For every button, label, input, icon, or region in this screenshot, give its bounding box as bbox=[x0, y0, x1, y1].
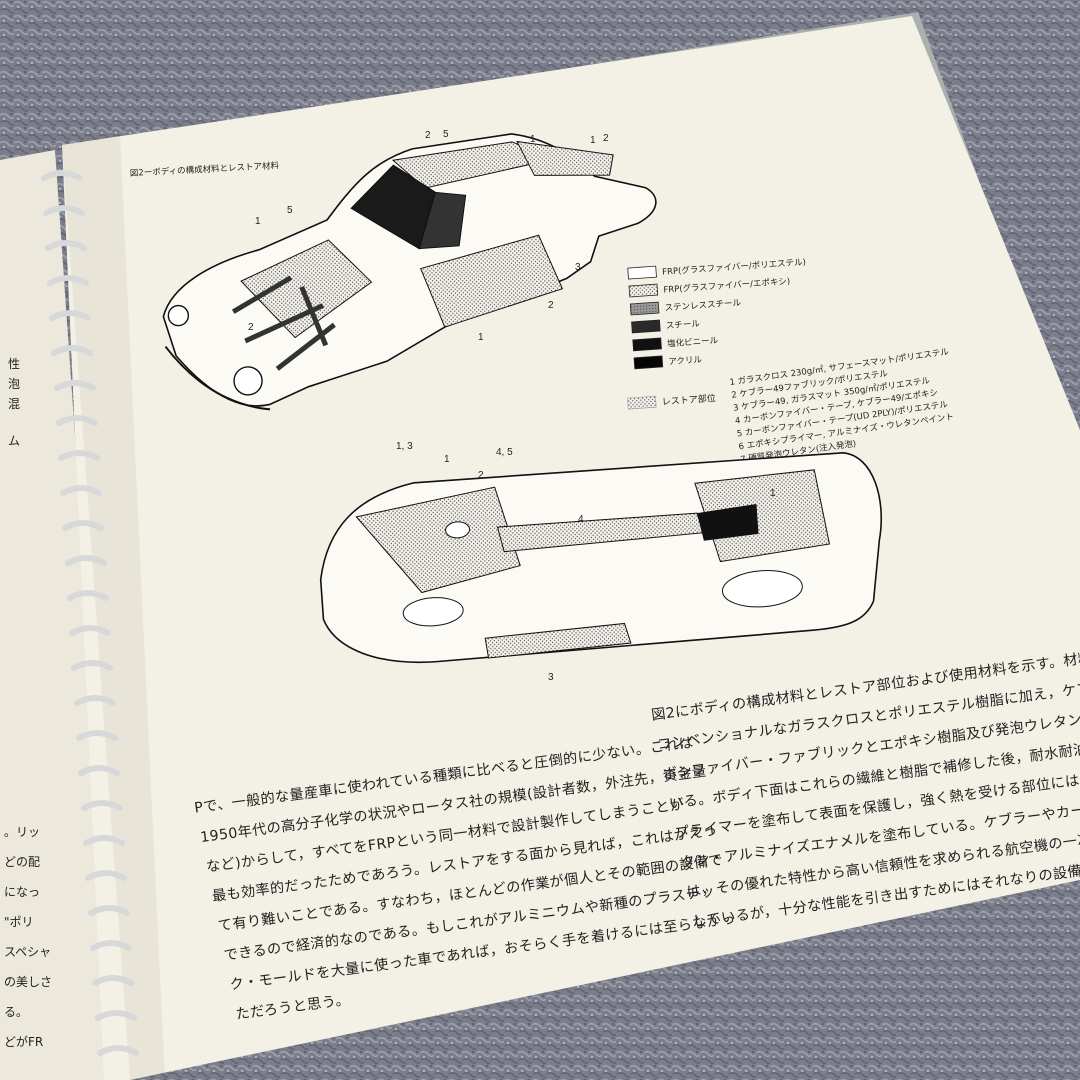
legend-swatch-steel bbox=[631, 319, 661, 334]
left-fragment: る。 bbox=[4, 1005, 28, 1019]
spiral-binding bbox=[41, 170, 139, 1056]
left-fragment: 混 bbox=[8, 397, 20, 411]
car-headlight bbox=[167, 304, 190, 327]
callout-number: 1 bbox=[770, 488, 776, 499]
legend-swatch-frp-polyester bbox=[627, 265, 657, 280]
left-fragment: どがFR bbox=[4, 1034, 43, 1049]
legend-swatch-frp-epoxy bbox=[628, 283, 659, 298]
left-fragment: の美しさ bbox=[4, 975, 52, 989]
car-interior bbox=[418, 191, 467, 250]
chassis-mount bbox=[402, 597, 464, 627]
left-fragment: 泡 bbox=[8, 377, 20, 391]
page-right-edge-cover bbox=[130, 880, 1080, 1080]
legend-label: スチール bbox=[666, 319, 701, 331]
left-page bbox=[0, 150, 120, 1080]
restore-legend: レストア部位 bbox=[627, 392, 716, 410]
legend-label: 塩化ビニール bbox=[667, 335, 719, 350]
callout-number: 1 bbox=[255, 216, 261, 227]
chassis-underside-illustration bbox=[319, 451, 883, 664]
left-fragment: ム bbox=[8, 434, 20, 448]
left-page-fragments: 性 泡 混 ム 。リッ どの配 になっ "ポリ スペシャ の美しさ る。 どがF… bbox=[4, 357, 52, 1049]
chassis-mount bbox=[721, 570, 803, 608]
callouts-bottom: 1, 3 1 4, 5 2 4 1 3 bbox=[396, 441, 776, 683]
car-hood-hatch bbox=[240, 239, 373, 339]
legend-swatch-stainless bbox=[629, 301, 660, 316]
callout-number: 1 bbox=[590, 135, 596, 146]
left-fragment: 。リッ bbox=[4, 825, 40, 839]
left-fragment: どの配 bbox=[4, 855, 40, 869]
callout-number: 1 bbox=[444, 454, 450, 465]
legend-swatch-acrylic bbox=[633, 355, 664, 370]
callout-number: 2 bbox=[478, 470, 484, 481]
page-shadow bbox=[62, 137, 165, 1080]
callout-number: 1 bbox=[530, 134, 536, 145]
callout-number: 4 bbox=[578, 514, 584, 525]
callout-number: 2 bbox=[248, 322, 254, 333]
restore-label: レストア部位 bbox=[661, 392, 716, 408]
callout-number: 2 bbox=[603, 133, 609, 144]
callout-number: 5 bbox=[287, 205, 293, 216]
car-door-hatch bbox=[419, 234, 564, 328]
callout-number: 3 bbox=[548, 672, 554, 683]
legend-label: アクリル bbox=[668, 355, 703, 367]
car-headlight bbox=[233, 366, 263, 396]
car-front-bumper bbox=[164, 345, 271, 411]
callouts-top: 2 5 1 1 2 1 5 2 3 2 1 bbox=[248, 129, 609, 343]
left-fragment: になっ bbox=[4, 885, 40, 899]
legend-swatch-pvc bbox=[632, 337, 662, 352]
callout-number: 4, 5 bbox=[496, 447, 513, 458]
chassis-mount bbox=[445, 521, 471, 539]
chassis-side-sill bbox=[484, 622, 632, 659]
car-rear-deck-hatch bbox=[516, 140, 614, 176]
left-fragment: 性 bbox=[8, 357, 20, 371]
car-top-illustration bbox=[162, 133, 657, 411]
callout-number: 1, 3 bbox=[396, 441, 413, 452]
callout-number: 1 bbox=[478, 332, 484, 343]
car-steel-frame bbox=[231, 275, 336, 371]
left-fragment: スペシャ bbox=[4, 945, 51, 959]
chassis-front-section bbox=[355, 486, 521, 594]
callout-number: 2 bbox=[425, 130, 431, 141]
restore-swatch bbox=[627, 395, 657, 410]
chassis-dark-panel bbox=[696, 503, 759, 541]
callout-number: 2 bbox=[548, 300, 554, 311]
callout-number: 5 bbox=[443, 129, 449, 140]
left-fragment: "ポリ bbox=[4, 915, 34, 929]
callout-number: 3 bbox=[575, 262, 581, 273]
